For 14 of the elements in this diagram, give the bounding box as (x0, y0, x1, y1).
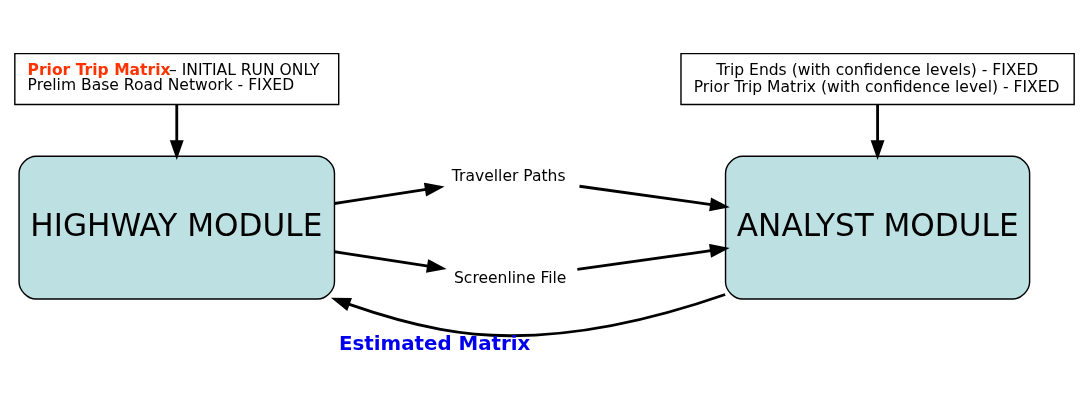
node-box: Trip Ends (with confidence levels) - FIXED Prior Trip Matrix (with confidence level) - FIXED (680, 52, 1075, 106)
node-text: Screenline File (453, 268, 567, 287)
node-box: Prior Trip Matrix– INITIAL RUN ONLY Prelim Base Road Network - FIXED (14, 52, 340, 106)
arrow (577, 243, 730, 271)
arrow (334, 182, 445, 205)
arrow (579, 184, 730, 212)
arrow (334, 250, 447, 273)
arrow (330, 293, 726, 337)
edge-label: Estimated Matrix (339, 331, 531, 355)
arrow (169, 104, 184, 160)
node-box: HIGHWAY MODULE (18, 155, 336, 300)
node-box: ANALYST MODULE (724, 155, 1031, 300)
node-text: Traveller Paths (451, 166, 566, 185)
arrow (870, 104, 885, 160)
